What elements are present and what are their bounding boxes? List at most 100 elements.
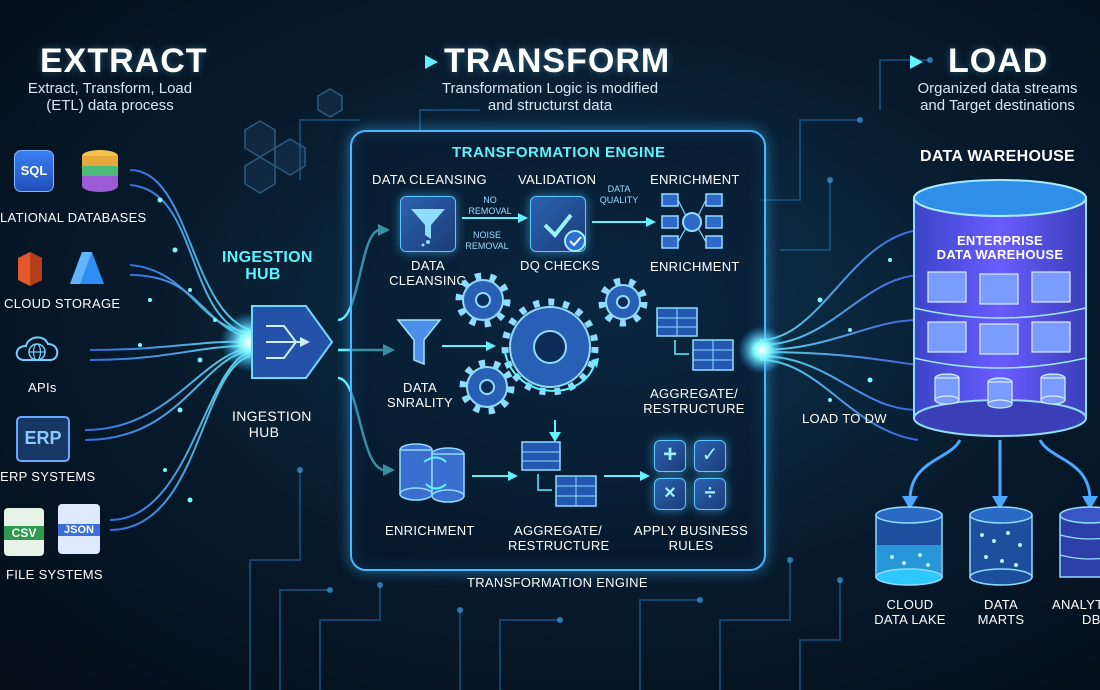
csv-badge: CSV xyxy=(4,526,44,540)
target-data-marts-line2: MARTS xyxy=(977,612,1025,627)
erp-icon: ERP xyxy=(16,416,70,462)
data-cleansing-line1: DATA xyxy=(411,258,445,273)
enrichment-network-icon xyxy=(661,193,723,249)
transform-subtitle-line1: Transformation Logic is modified xyxy=(441,80,659,97)
enrichment-db-icon xyxy=(399,443,465,503)
data-cleansing-tile xyxy=(400,196,456,252)
load-subtitle-line2: and Target destinations xyxy=(920,97,1075,114)
target-analytics-line2: DB xyxy=(1082,612,1100,627)
no-removal-line2: REMOVAL xyxy=(468,206,512,216)
validation-heading: VALIDATION xyxy=(518,172,597,187)
aggregate-bottom-line1: AGGREGATE/ xyxy=(514,523,602,538)
validation-tile xyxy=(530,196,586,252)
extract-subtitle: Extract, Transform, Load (ETL) data proc… xyxy=(10,80,210,114)
ingestion-hub-icon xyxy=(251,305,334,379)
enrichment-heading: ENRICHMENT xyxy=(650,172,740,187)
source-label-apis: APIs xyxy=(28,380,57,395)
load-to-dw-label: LOAD TO DW xyxy=(802,411,887,426)
divide-icon: ÷ xyxy=(694,478,726,510)
extract-subtitle-line1: Extract, Transform, Load xyxy=(27,80,193,97)
data-cleansing-line2: CLEANSING xyxy=(389,273,467,288)
aggregate-bottom-label: AGGREGATE/ RESTRUCTURE xyxy=(508,523,610,553)
csv-file-icon: CSV xyxy=(4,508,44,556)
ingestion-hub-bottom-label: INGESTION HUB xyxy=(232,408,312,440)
target-analytics-line1: ANALYT xyxy=(1052,597,1100,612)
sql-badge: SQL xyxy=(20,163,48,178)
dq-checks-label: DQ CHECKS xyxy=(520,258,600,273)
check-tile-icon: ✓ xyxy=(694,440,726,472)
azure-icon xyxy=(70,252,104,284)
ingestion-hub-bottom-line1: INGESTION xyxy=(232,408,312,424)
restructure-table-icon xyxy=(656,307,734,371)
down-arrow xyxy=(549,420,561,442)
snrality-funnel-icon xyxy=(396,319,442,366)
noise-removal-line2: REMOVAL xyxy=(465,241,509,251)
data-marts-icon xyxy=(969,506,1033,586)
cloud-provider-icon xyxy=(18,252,42,286)
aggregate-bottom-line2: RESTRUCTURE xyxy=(508,538,610,553)
engine-title: TRANSFORMATION ENGINE xyxy=(452,144,666,161)
cloud-data-lake-icon xyxy=(875,506,943,586)
sql-database-icon: SQL xyxy=(14,150,54,192)
erp-badge: ERP xyxy=(24,428,62,448)
business-rules-label: APPLY BUSINESS RULES xyxy=(628,523,754,553)
data-quality-note: DATA QUALITY xyxy=(596,184,642,206)
data-quality-line2: QUALITY xyxy=(599,195,639,205)
source-label-erp: ERP SYSTEMS xyxy=(0,469,96,484)
enterprise-warehouse-line1: ENTERPRISE xyxy=(956,233,1044,248)
source-label-databases: LATIONAL DATABASES xyxy=(0,210,147,225)
noise-removal-note: NOISE REMOVAL xyxy=(462,230,512,252)
transform-subtitle: Transformation Logic is modified and str… xyxy=(410,80,690,114)
target-data-lake-line2: DATA LAKE xyxy=(874,612,946,627)
engine-footer-label: TRANSFORMATION ENGINE xyxy=(467,575,648,590)
funnel-icon xyxy=(411,209,445,247)
globe-cloud-icon xyxy=(15,336,59,361)
enterprise-warehouse-label: ENTERPRISE DATA WAREHOUSE xyxy=(922,234,1078,262)
aggregate-mid-line2: RESTRUCTURE xyxy=(643,401,745,416)
transform-title: TRANSFORM xyxy=(444,42,671,80)
business-rules-icon: + ✓ × ÷ xyxy=(652,440,728,512)
snrality-label: DATA SNRALITY xyxy=(382,380,458,410)
data-quality-line1: DATA xyxy=(607,184,631,194)
mid-arrow xyxy=(442,341,496,351)
target-data-lake-line1: CLOUD xyxy=(886,597,934,612)
plus-icon: + xyxy=(654,440,686,472)
enrichment-label: ENRICHMENT xyxy=(650,259,740,274)
business-rules-line1: APPLY BUSINESS xyxy=(633,523,749,538)
snrality-line1: DATA xyxy=(403,380,437,395)
database-icon xyxy=(82,150,118,192)
json-file-icon: JSON xyxy=(58,504,100,554)
load-subtitle: Organized data streams and Target destin… xyxy=(900,80,1095,114)
load-subtitle-line1: Organized data streams xyxy=(917,80,1078,97)
load-title: LOAD xyxy=(948,42,1049,80)
source-label-cloud-storage: CLOUD STORAGE xyxy=(4,296,121,311)
no-removal-note: NO REMOVAL xyxy=(468,195,512,217)
snrality-line2: SNRALITY xyxy=(387,395,453,410)
aggregate-table-icon xyxy=(521,441,597,507)
enrichment-bottom-label: ENRICHMENT xyxy=(385,523,475,538)
data-cleansing-label: DATA CLEANSING xyxy=(388,258,468,288)
analytics-db-icon xyxy=(1059,506,1100,578)
target-label-data-marts: DATA MARTS xyxy=(961,597,1041,627)
target-label-analytics: ANALYT DB xyxy=(1052,597,1100,627)
ingestion-hub-top-label: INGESTION HUB xyxy=(222,249,313,283)
aggregate-mid-label: AGGREGATE/ RESTRUCTURE xyxy=(640,386,748,416)
enterprise-warehouse-line2: DATA WAREHOUSE xyxy=(936,247,1064,262)
enterprise-warehouse-cylinder xyxy=(913,179,1087,437)
header-flow-arrows xyxy=(215,55,923,69)
target-label-data-lake: CLOUD DATA LAKE xyxy=(860,597,960,627)
extract-subtitle-line2: (ETL) data process xyxy=(46,97,174,114)
transform-subtitle-line2: and structurst data xyxy=(487,97,613,114)
multiply-icon: × xyxy=(654,478,686,510)
source-label-files: FILE SYSTEMS xyxy=(6,567,103,582)
aggregate-mid-line1: AGGREGATE/ xyxy=(650,386,738,401)
target-data-marts-line1: DATA xyxy=(984,597,1018,612)
data-cleansing-heading: DATA CLEANSING xyxy=(372,172,487,187)
json-badge: JSON xyxy=(58,524,100,536)
gears-cluster xyxy=(455,272,648,415)
check-icon xyxy=(543,213,586,252)
